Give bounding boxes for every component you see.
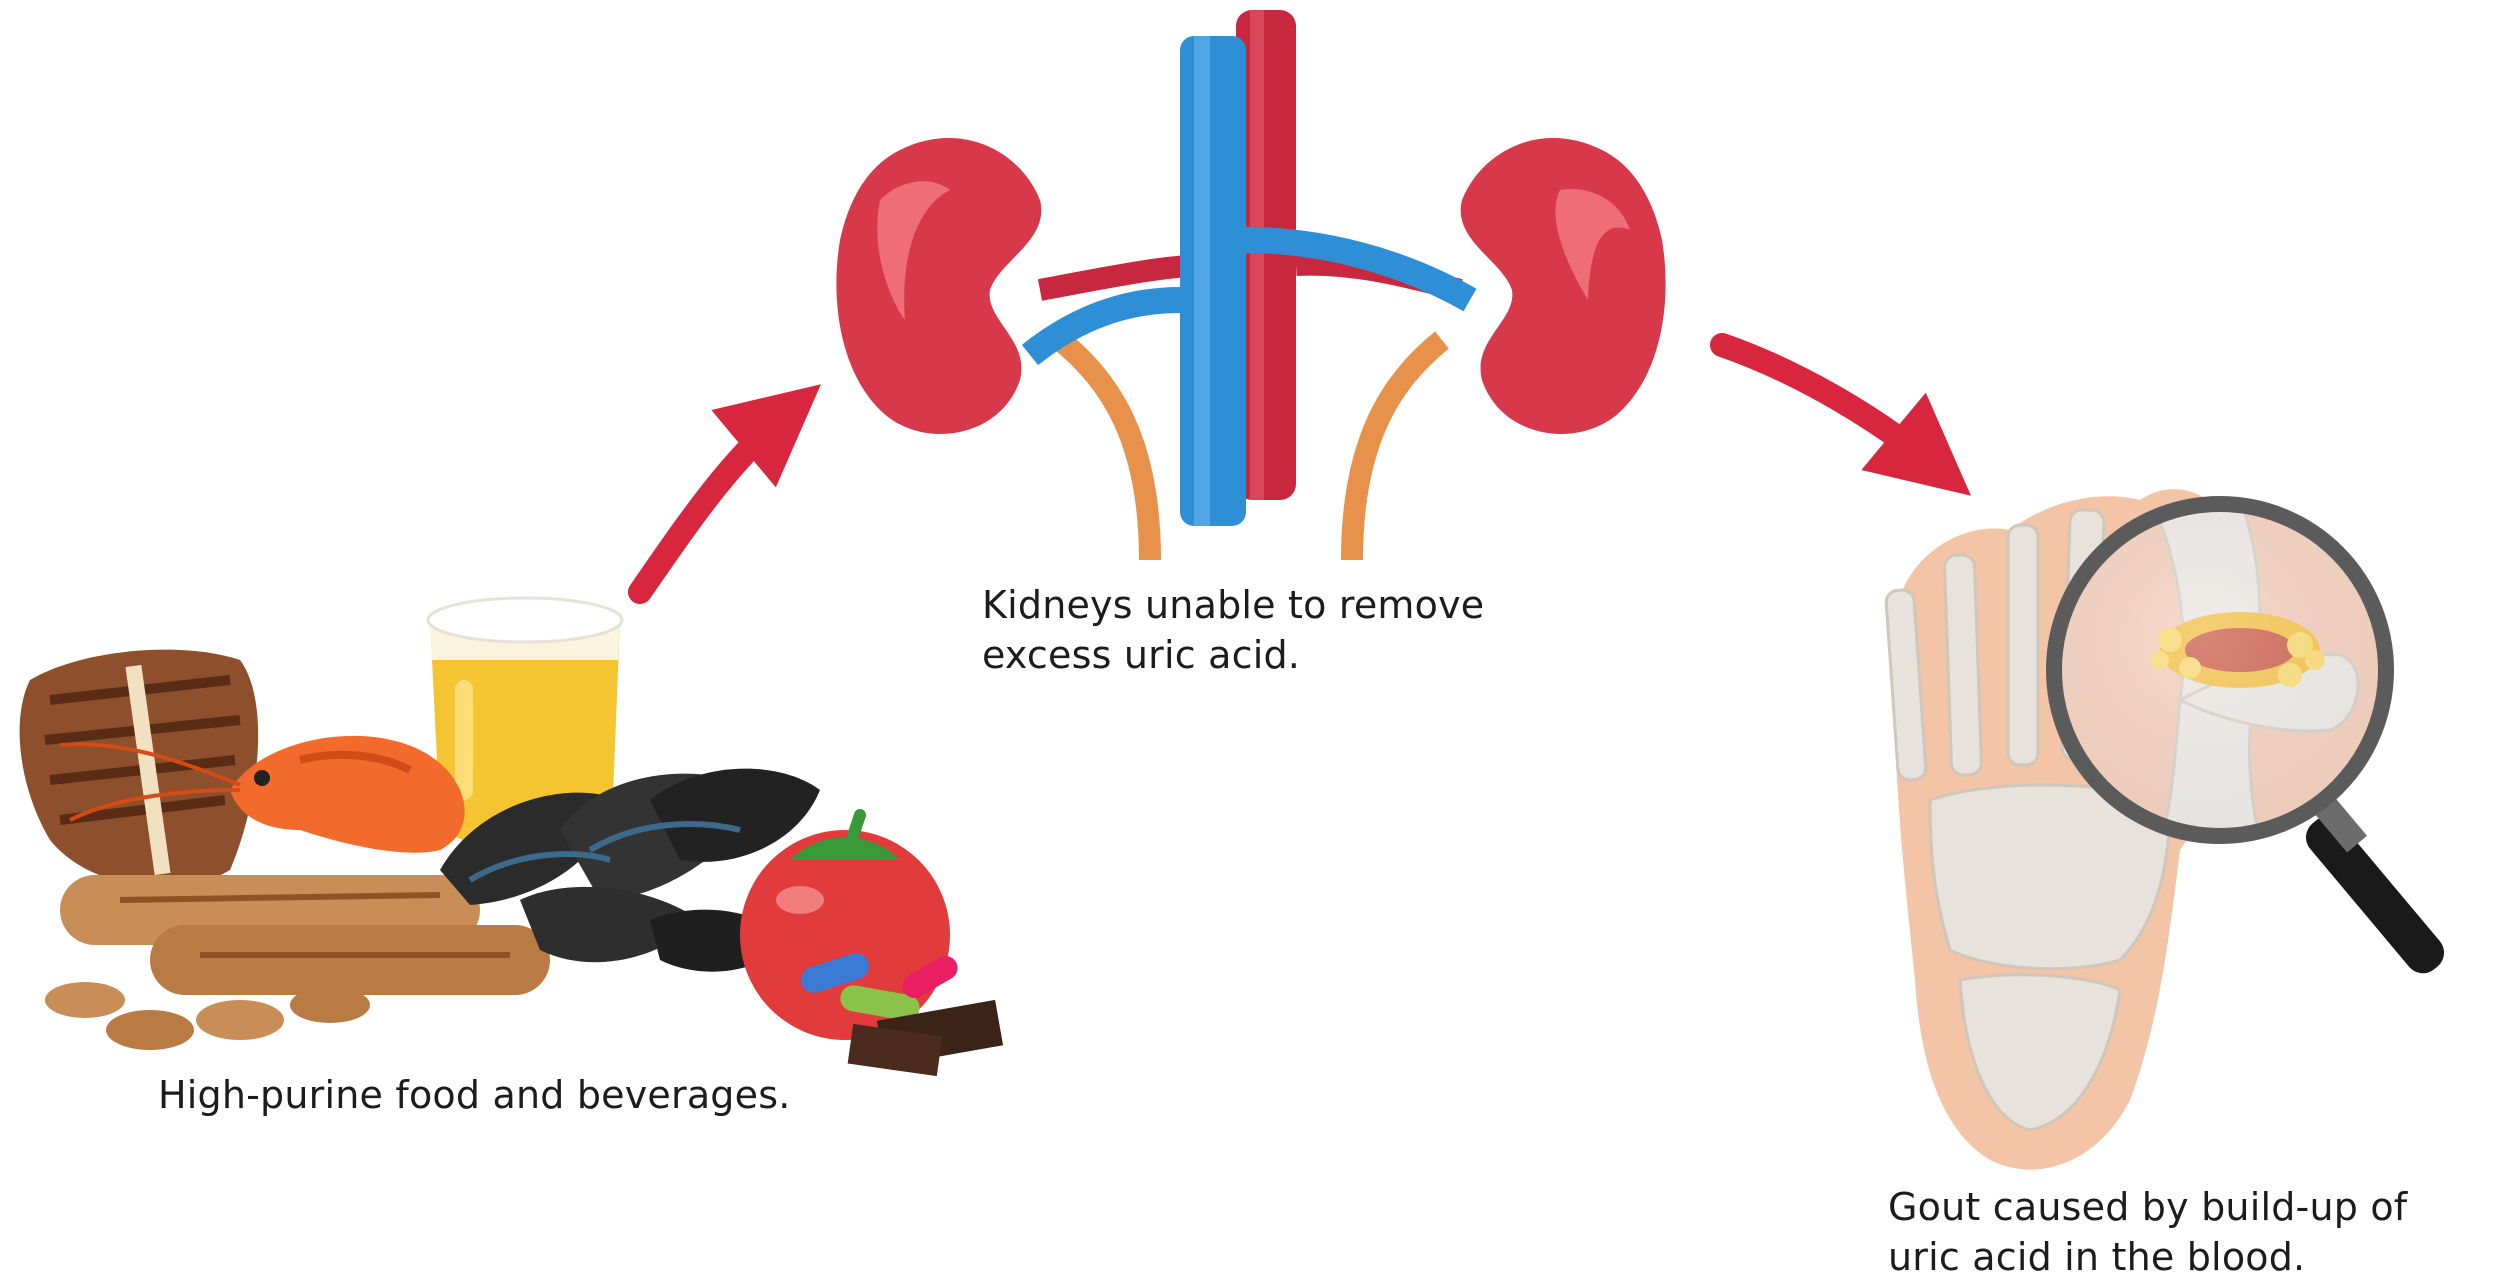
arrow-food-to-kidneys bbox=[640, 410, 790, 592]
caption-food-line: High-purine food and beverages. bbox=[158, 1070, 918, 1120]
food-group-icon bbox=[20, 598, 1003, 1076]
kidneys-icon bbox=[836, 10, 1665, 560]
caption-gout-line-1: Gout caused by build-up of bbox=[1888, 1182, 2468, 1232]
caption-kidneys: Kidneys unable to remove excess uric aci… bbox=[982, 580, 1542, 680]
caption-kidneys-line-2: excess uric acid. bbox=[982, 630, 1542, 680]
caption-gout-line-2: uric acid in the blood. bbox=[1888, 1232, 2468, 1282]
caption-gout: Gout caused by build-up of uric acid in … bbox=[1888, 1182, 2468, 1282]
caption-kidneys-line-1: Kidneys unable to remove bbox=[982, 580, 1542, 630]
arrow-kidneys-to-gout bbox=[1722, 345, 1940, 470]
caption-high-purine-food: High-purine food and beverages. bbox=[158, 1070, 918, 1120]
